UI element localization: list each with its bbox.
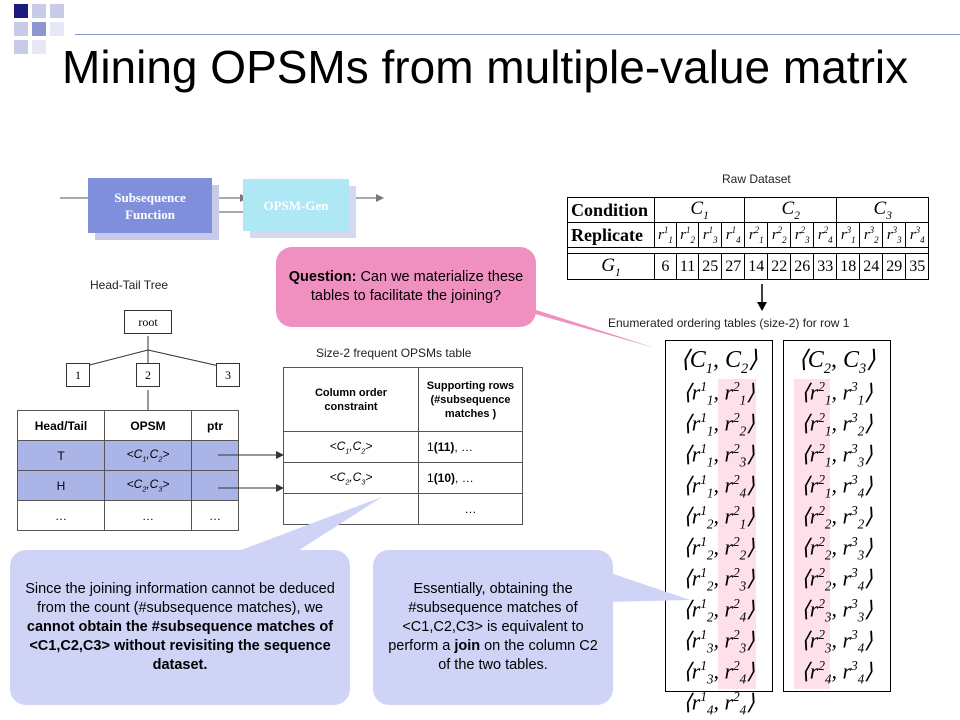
- g1-value: 14: [744, 253, 769, 280]
- enum-row: ⟨r22, r32⟩: [801, 503, 873, 532]
- cond-c2: C2: [744, 197, 838, 223]
- enum-row: ⟨r21, r33⟩: [801, 441, 873, 470]
- enum-row: ⟨r12, r21⟩: [683, 503, 755, 532]
- raw-dataset-table: Condition C1 C2 C3 Replicate r11 r12 r13…: [567, 197, 930, 280]
- enum-tables-label: Enumerated ordering tables (size-2) for …: [608, 316, 850, 330]
- enum-header: ⟨C2, C3⟩: [798, 347, 876, 377]
- cell-support: …: [418, 493, 523, 525]
- enum-row: ⟨r23, r33⟩: [801, 596, 873, 625]
- down-arrow: [757, 284, 767, 311]
- enum-table-c1-c2: ⟨C1, C2⟩ ⟨r11, r21⟩⟨r11, r22⟩⟨r11, r23⟩⟨…: [665, 340, 773, 718]
- right-note-bold: join: [454, 638, 481, 654]
- enum-row: ⟨r22, r33⟩: [801, 534, 873, 563]
- cell-opsm: <C2,C3>: [104, 470, 192, 501]
- enum-row: ⟨r11, r22⟩: [683, 410, 755, 439]
- g1-value: 33: [813, 253, 838, 280]
- enum-row: ⟨r12, r24⟩: [683, 596, 755, 625]
- question-bubble: Question: Can we materialize these table…: [276, 247, 536, 327]
- ptr-arrows: [218, 451, 284, 492]
- replicate-label: Replicate: [567, 222, 655, 248]
- enum-row: ⟨r13, r23⟩: [683, 627, 755, 656]
- enum-row: ⟨r12, r22⟩: [683, 534, 755, 563]
- enum-row: ⟨r14, r24⟩: [683, 689, 755, 718]
- head-tail-table: Head/Tail OPSM ptr T <C1,C2> H <C2,C3> ……: [17, 410, 239, 531]
- cell-opsm: …: [104, 500, 192, 531]
- table-row: <C1,C2> 1(11), …: [283, 431, 523, 463]
- enum-row: ⟨r21, r32⟩: [801, 410, 873, 439]
- enum-table-c2-c3: ⟨C2, C3⟩ ⟨r21, r31⟩⟨r21, r32⟩⟨r21, r33⟩⟨…: [783, 340, 891, 692]
- cond-c1: C1: [653, 197, 746, 223]
- opsm-gen-box: OPSM-Gen: [243, 179, 349, 231]
- page-title: Mining OPSMs from multiple-value matrix: [62, 41, 909, 93]
- left-note-bubble: Since the joining information cannot be …: [10, 550, 350, 705]
- question-label: Question:: [288, 269, 357, 285]
- enum-row: ⟨r11, r23⟩: [683, 441, 755, 470]
- enum-row: ⟨r24, r34⟩: [801, 658, 873, 687]
- tree-node-3: 3: [216, 363, 240, 387]
- cell-ht: H: [17, 470, 105, 501]
- tree-node-1: 1: [66, 363, 90, 387]
- replicate-row: Replicate r11 r12 r13 r14 r21 r22 r23 r2…: [567, 222, 930, 248]
- g1-value: 26: [790, 253, 815, 280]
- header-opsm: OPSM: [104, 410, 192, 441]
- enum-row: ⟨r23, r34⟩: [801, 627, 873, 656]
- g1-row: G1 6 11 25 27 14 22 26 33 18 24 29 35: [567, 253, 930, 280]
- enum-row: ⟨r12, r23⟩: [683, 565, 755, 594]
- enum-row: ⟨r21, r34⟩: [801, 472, 873, 501]
- enum-row: ⟨r11, r21⟩: [683, 379, 755, 408]
- pink-column: [718, 379, 756, 689]
- enum-row: ⟨r21, r31⟩: [801, 379, 873, 408]
- cell-constraint: <C1,C2>: [283, 431, 419, 463]
- enum-header: ⟨C1, C2⟩: [680, 347, 758, 377]
- cell-support: 1(11), …: [418, 431, 523, 463]
- pink-column: [794, 379, 830, 689]
- g1-value: 35: [905, 253, 930, 280]
- enum-row: ⟨r11, r24⟩: [683, 472, 755, 501]
- opsm-gen-label: OPSM-Gen: [263, 197, 329, 213]
- g1-value: 27: [721, 253, 746, 280]
- left-note-bold: cannot obtain the #subsequence matches o…: [26, 619, 334, 673]
- subsequence-function-box: Subsequence Function: [88, 178, 212, 233]
- question-text: Can we materialize these tables to facil…: [310, 269, 524, 304]
- cell-ht: T: [17, 440, 105, 471]
- g1-value: 25: [698, 253, 723, 280]
- enum-row: ⟨r13, r24⟩: [683, 658, 755, 687]
- head-tail-tree-label: Head-Tail Tree: [90, 278, 169, 292]
- table-row: T <C1,C2>: [17, 440, 239, 471]
- header-head-tail: Head/Tail: [17, 410, 105, 441]
- enum-row: ⟨r22, r34⟩: [801, 565, 873, 594]
- right-note-text: Essentially, obtaining the #subsequence …: [388, 581, 584, 654]
- g1-label: G1: [567, 253, 655, 280]
- cell-ptr: [191, 470, 239, 501]
- table-row: … … …: [17, 500, 239, 531]
- cell-ht: …: [17, 500, 105, 531]
- header-rule: [75, 34, 960, 35]
- cell-ptr: …: [191, 500, 239, 531]
- frequent-table-label: Size-2 frequent OPSMs table: [316, 346, 472, 360]
- subsequence-function-label: Subsequence Function: [114, 189, 186, 222]
- raw-dataset-label: Raw Dataset: [722, 172, 791, 186]
- table-row: H <C2,C3>: [17, 470, 239, 501]
- g1-value: 22: [767, 253, 792, 280]
- right-note-bubble: Essentially, obtaining the #subsequence …: [373, 550, 613, 705]
- tree-node-2: 2: [136, 363, 160, 387]
- frequent-opsm-table: Column order constraint Supporting rows …: [283, 367, 523, 525]
- cell-constraint: <C2,C3>: [283, 462, 419, 494]
- right-note-text-tail: on the column C2 of the two tables.: [438, 638, 598, 673]
- header-ptr: ptr: [191, 410, 239, 441]
- left-note-text: Since the joining information cannot be …: [25, 581, 335, 616]
- cell-opsm: <C1,C2>: [104, 440, 192, 471]
- g1-value: 11: [675, 253, 700, 280]
- tree-root-node: root: [124, 310, 172, 334]
